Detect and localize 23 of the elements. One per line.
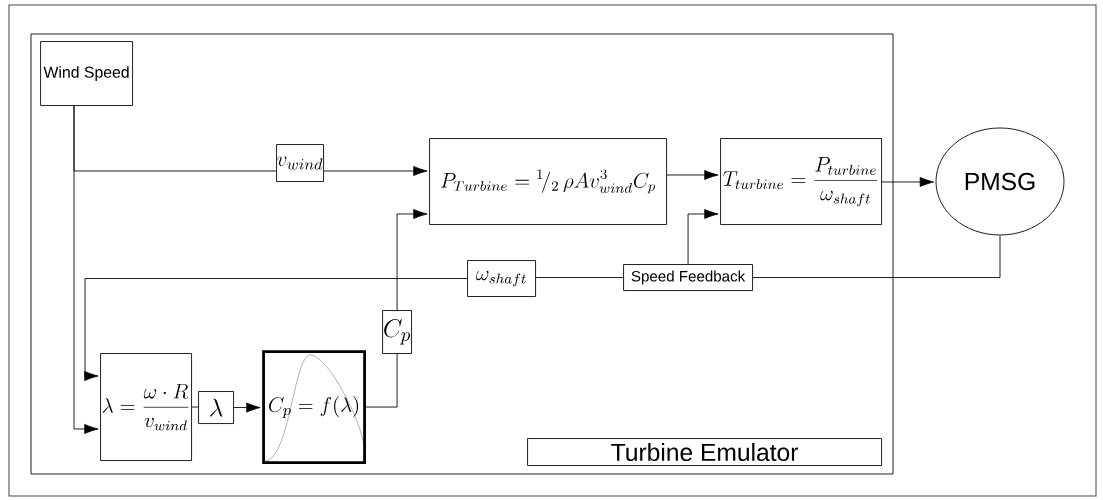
connector [535, 277, 624, 278]
connector [191, 406, 199, 408]
connector [233, 402, 261, 413]
title-box: Turbine Emulator [527, 438, 882, 466]
connector [752, 235, 1001, 278]
signal-box: $\lambda$ [198, 391, 234, 424]
signal-box: $C_{p}$ [382, 310, 412, 354]
connector [666, 170, 719, 180]
connector [73, 105, 99, 434]
connector [84, 278, 468, 381]
connector [881, 177, 934, 187]
formula-box: $T_{turbine}=\frac{P_{turbine}}{\omega_{shaft}}$ [720, 138, 882, 225]
connector [323, 166, 428, 176]
connector [396, 209, 428, 311]
formula-box: $\lambda=\frac{\omega\cdot R}{v_{wind}}$ [100, 353, 192, 461]
formula-box: $P_{Turbine}={}^{1}\!/_{2}\,\rho A v_{wind}^{3} C_{p}$ [429, 138, 667, 225]
input-box: Wind Speed [40, 41, 133, 106]
signal-box: $\omega_{shaft}$ [467, 260, 536, 297]
connector [365, 353, 398, 408]
lookup-box: $C_{p}=f(\lambda)$ [262, 350, 366, 464]
signal-box: $v_{wind}$ [276, 144, 324, 182]
feedback-box: Speed Feedback [623, 264, 753, 291]
connector [687, 209, 719, 265]
